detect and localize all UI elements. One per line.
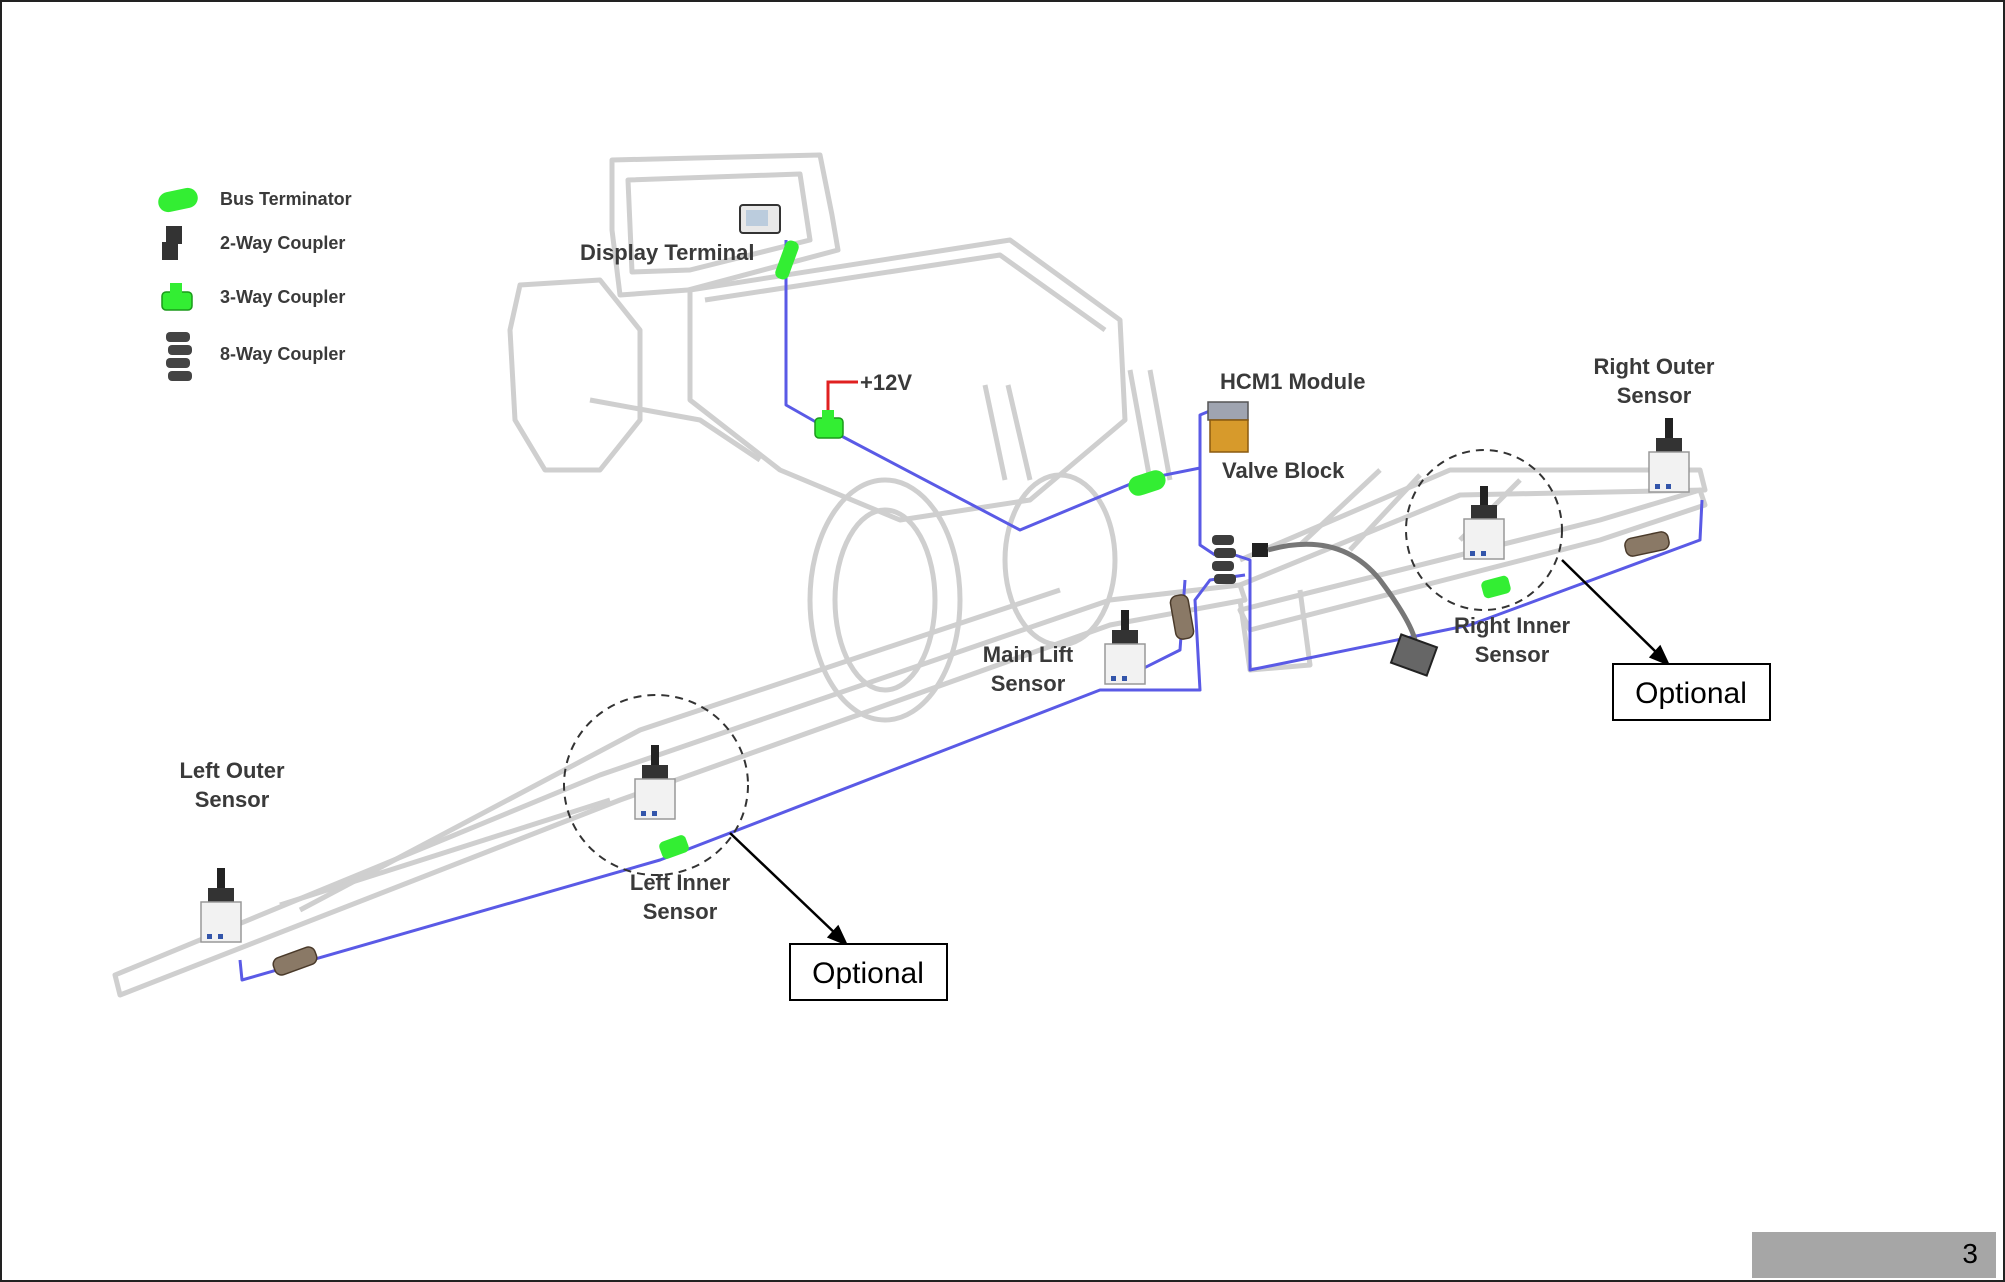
right-outer-sensor-label-line2: Sensor xyxy=(1617,383,1692,408)
bus-terminator-icon xyxy=(156,186,199,214)
page-number-bar: 3 xyxy=(1752,1232,1996,1278)
left-optional-text: Optional xyxy=(812,957,924,990)
right-inner-sensor-label-line2: Sensor xyxy=(1475,642,1550,667)
hcm1-module-icon xyxy=(1208,402,1248,452)
left-outer-sensor-label-line2: Sensor xyxy=(195,787,270,812)
power-three-way-coupler-icon xyxy=(815,410,843,438)
display-terminal-label: Display Terminal xyxy=(580,240,754,265)
legend-label: 8-Way Coupler xyxy=(220,344,345,364)
left-inner-sensor-label-line2: Sensor xyxy=(643,899,718,924)
main-lift-sensor-label-line2: Sensor xyxy=(991,671,1066,696)
legend: Bus Terminator 2-Way Coupler 3-Way Coupl… xyxy=(156,186,351,381)
main-lift-two-way-coupler-icon xyxy=(1169,594,1194,640)
valve-block-label: Valve Block xyxy=(1222,458,1345,483)
left-outer-sensor-icon xyxy=(201,868,241,942)
left-two-way-coupler-icon xyxy=(271,945,319,977)
main-lift-sensor-label-line1: Main Lift xyxy=(983,642,1074,667)
three-way-coupler-icon xyxy=(162,283,192,310)
right-outer-sensor-icon xyxy=(1649,418,1689,492)
can-bus-cables xyxy=(240,240,1702,980)
legend-label: 2-Way Coupler xyxy=(220,233,345,253)
legend-item-bus-terminator: Bus Terminator xyxy=(156,186,351,214)
left-inner-three-way-coupler-icon xyxy=(658,834,690,860)
left-inner-sensor-label-line1: Left Inner xyxy=(630,870,731,895)
two-way-coupler-icon xyxy=(162,226,182,260)
power-label: +12V xyxy=(860,370,912,395)
hcm1-module-label: HCM1 Module xyxy=(1220,369,1365,394)
legend-item-two-way-coupler: 2-Way Coupler xyxy=(162,226,345,260)
legend-item-three-way-coupler: 3-Way Coupler xyxy=(162,283,345,310)
right-optional-callout: Optional xyxy=(1613,664,1770,720)
left-inner-sensor-icon xyxy=(635,745,675,819)
right-inner-three-way-coupler-icon xyxy=(1480,575,1512,600)
vehicle-outline xyxy=(115,155,1705,995)
legend-item-eight-way-coupler: 8-Way Coupler xyxy=(166,332,345,381)
eight-way-coupler-icon xyxy=(166,332,192,381)
right-outer-sensor-label-line1: Right Outer xyxy=(1594,354,1715,379)
legend-label: 3-Way Coupler xyxy=(220,287,345,307)
eight-way-coupler-icon xyxy=(1212,535,1236,584)
page-number: 3 xyxy=(1962,1238,1978,1270)
left-outer-sensor-label-line1: Left Outer xyxy=(179,758,285,783)
left-optional-callout: Optional xyxy=(790,944,947,1000)
right-optional-text: Optional xyxy=(1635,677,1747,710)
valve-block-connector-icon xyxy=(1252,543,1437,676)
legend-label: Bus Terminator xyxy=(220,189,352,209)
right-inner-sensor-label-line1: Right Inner xyxy=(1454,613,1571,638)
